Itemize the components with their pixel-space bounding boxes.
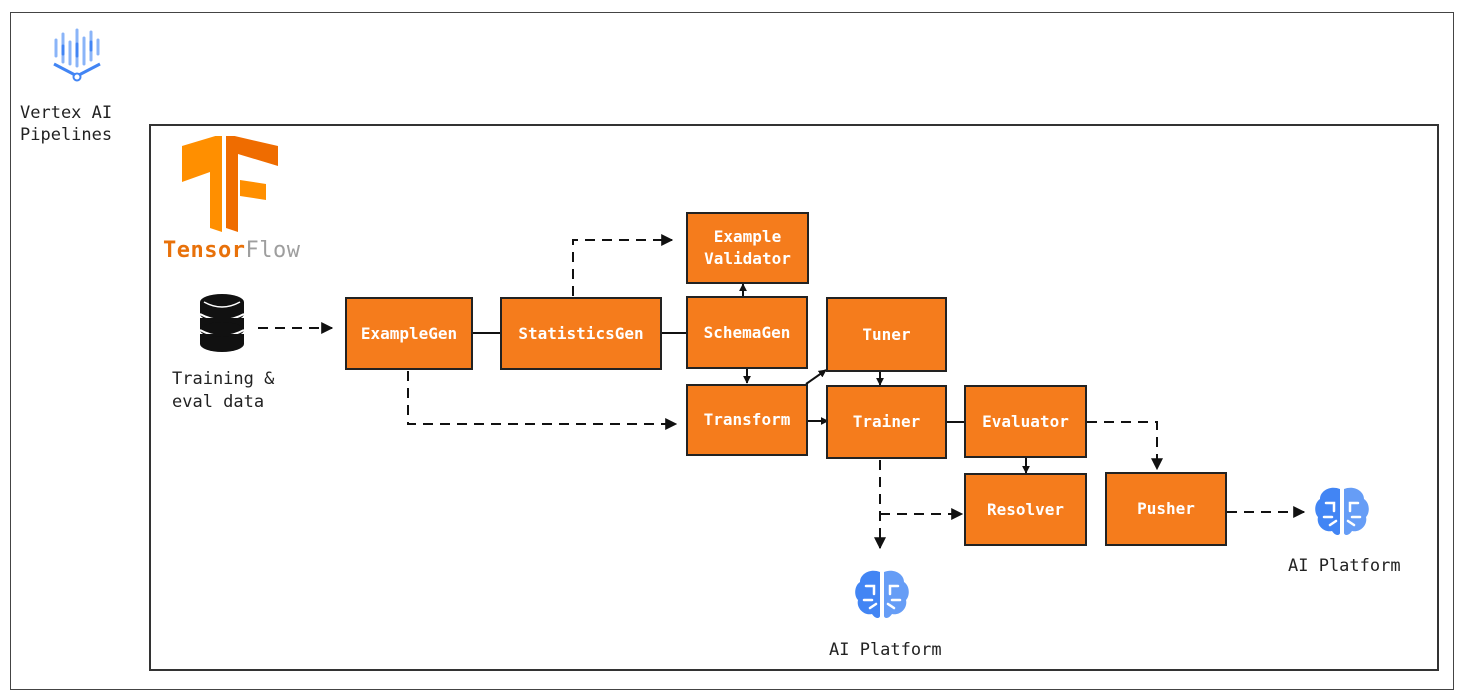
evaluator-node: Evaluator [964, 385, 1087, 458]
training-eval-data-label: Training & eval data [172, 369, 275, 412]
vertex-ai-pipelines-label: Vertex AI Pipelines [20, 103, 113, 145]
schemagen-node: SchemaGen [686, 296, 808, 369]
pusher-node: Pusher [1105, 472, 1227, 546]
edge-transform-tuner [805, 369, 827, 385]
resolver-node: Resolver [964, 473, 1087, 546]
edge-examplegen-transform [407, 371, 678, 430]
vertex-ai-pipelines-icon [53, 28, 101, 82]
edge-statisticsgen-examplevalidator [572, 234, 674, 296]
tensorflow-wordmark: TensorFlow [163, 238, 300, 263]
transform-node: Transform [686, 384, 808, 456]
tfx-pipeline-frame [149, 124, 1439, 671]
statisticsgen-node: StatisticsGen [500, 297, 662, 370]
ai-platform-brain-icon [1315, 487, 1369, 535]
tuner-node: Tuner [826, 297, 947, 372]
tensorflow-word-tensor: Tensor [163, 238, 246, 263]
ai-platform-label-right: AI Platform [1288, 556, 1401, 576]
edge-evaluator-pusher [1087, 421, 1163, 471]
ai-platform-brain-icon [855, 570, 909, 618]
ai-platform-label-bottom: AI Platform [829, 640, 942, 660]
examplegen-node: ExampleGen [345, 297, 473, 370]
database-icon [199, 294, 245, 352]
examplevalidator-node: Example Validator [686, 212, 809, 284]
trainer-node: Trainer [826, 385, 947, 459]
tensorflow-word-flow: Flow [245, 238, 301, 263]
tensorflow-logo [182, 136, 278, 232]
vertex-pipelines-frame [10, 12, 1454, 690]
